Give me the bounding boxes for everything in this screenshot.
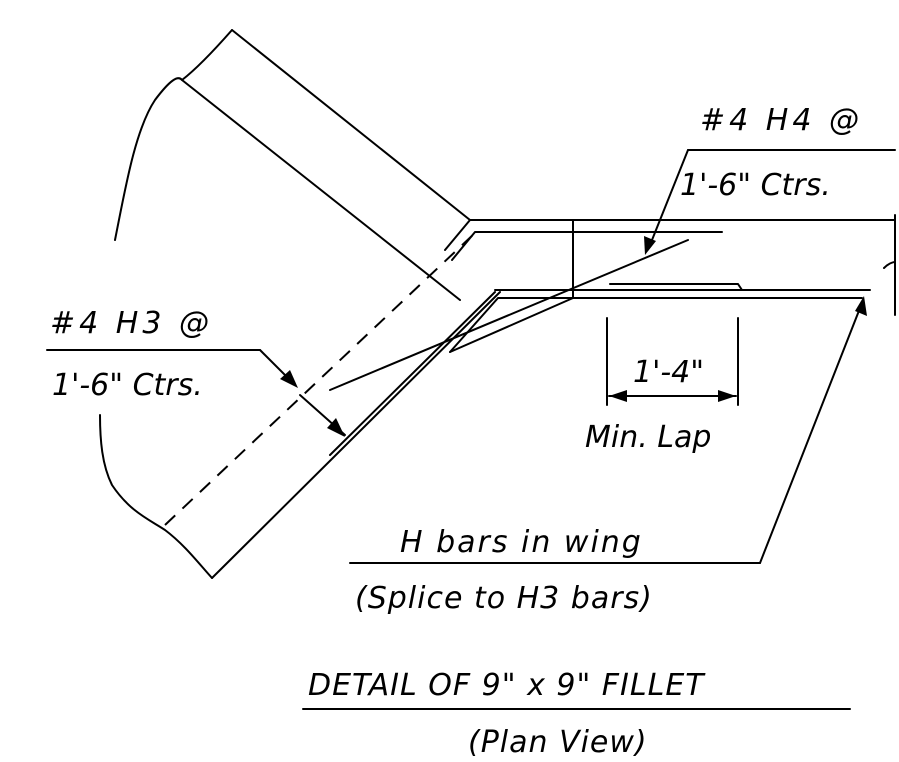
detail-title: DETAIL OF 9" x 9" FILLET (Plan View) (302, 668, 851, 760)
h-bars-label: H bars in wing (400, 525, 643, 560)
wall-top-bar (451, 231, 723, 261)
wall-top-face (444, 219, 896, 251)
lap-arrow-left (609, 390, 627, 402)
h3-arrowhead-upper (280, 370, 298, 388)
h3-callout: #4 H3 @ 1'-6" Ctrs. (46, 306, 346, 437)
h4-spacing-label: 1'-6" Ctrs. (680, 168, 831, 203)
h4-callout: #4 H4 @ 1'-6" Ctrs. (329, 103, 896, 391)
h4-leader (649, 149, 689, 246)
h-bars-callout: H bars in wing (Splice to H3 bars) (349, 296, 867, 616)
wing-wall (99, 29, 501, 579)
wing-break-line-top (114, 29, 233, 241)
wing-inner-line (181, 79, 461, 301)
h3-bar-label: #4 H3 @ (50, 306, 213, 341)
wing-face-upper (231, 29, 471, 221)
h4-bar-line (329, 239, 689, 391)
h3-spacing-label: 1'-6" Ctrs. (52, 368, 203, 403)
main-wall (444, 214, 896, 353)
lap-arrow-right (718, 390, 736, 402)
lap-dimension: 1'-4" Min. Lap (585, 317, 739, 455)
h-bars-leader (759, 302, 863, 564)
detail-title-sub: (Plan View) (468, 725, 648, 760)
wing-break-line-bottom (99, 414, 213, 579)
wall-break-tick (883, 261, 896, 269)
h4-arrowhead (644, 236, 656, 255)
h-bars-arrowhead (855, 296, 867, 316)
wing-bar-line (329, 291, 496, 456)
h4-lap-bar (609, 283, 743, 291)
lap-note-label: Min. Lap (585, 420, 711, 455)
fillet-diagonal (449, 297, 574, 353)
splice-note-label: (Splice to H3 bars) (355, 581, 653, 616)
lap-dim-label: 1'-4" (633, 355, 704, 390)
h4-bar-label: #4 H4 @ (700, 103, 863, 138)
wing-dashed-bar (164, 232, 476, 526)
h3-arrowhead-lower (327, 418, 345, 437)
detail-title-main: DETAIL OF 9" x 9" FILLET (308, 668, 706, 703)
